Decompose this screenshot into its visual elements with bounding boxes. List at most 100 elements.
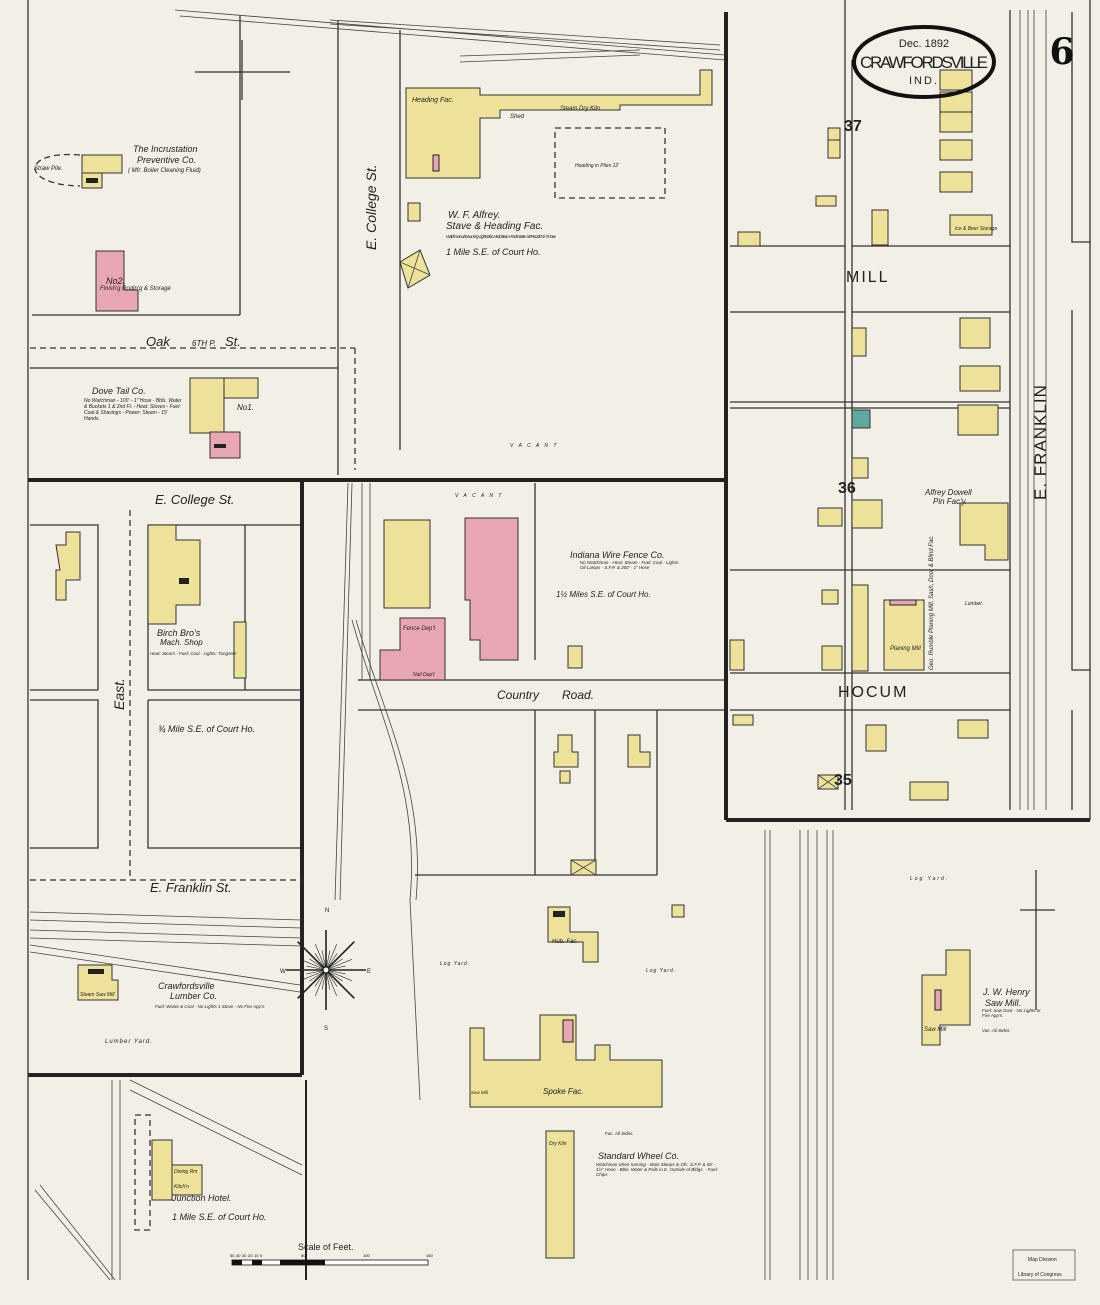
- street-label: Country: [497, 688, 540, 702]
- label: Steam Saw Mill: [80, 992, 115, 998]
- street-label: 6TH P.: [192, 339, 216, 348]
- label: Planing Mill: [890, 646, 921, 652]
- label: Straw Pile.: [34, 166, 63, 172]
- label: ( Mfr. Boiler Cleaning Fluid): [128, 168, 201, 174]
- hub-factory: [547, 906, 599, 963]
- label: Hub. Fac.: [552, 939, 578, 945]
- scale-tick-label: 10: [254, 1253, 259, 1258]
- label: No1.: [237, 403, 254, 412]
- compass-ray: [299, 959, 327, 971]
- label: Saw Mill: [471, 1090, 489, 1095]
- label: Mach. Shop: [160, 638, 203, 647]
- finishing-building-no2: [95, 250, 139, 312]
- cooper-shop: [851, 409, 871, 429]
- wire-fence-warehouse: [383, 519, 431, 609]
- street-label: E. Franklin St.: [150, 880, 232, 895]
- label: Crawfordsville: [158, 981, 215, 991]
- label: No Watchman - 100' - 1" Hose - Bbls. Wat…: [84, 398, 182, 422]
- label: Heat: Steam - Fuel: Coal - Lights: Tungs…: [150, 651, 237, 656]
- street-label: MILL: [846, 269, 890, 286]
- label: Pin Fac'y.: [933, 497, 967, 506]
- label: Spoke Fac.: [543, 1087, 583, 1096]
- street-label: East.: [111, 678, 127, 710]
- label: Fac. All Sides.: [605, 1131, 634, 1136]
- label: Lumber Yard.: [105, 1039, 153, 1045]
- henry-saw-mill: [921, 949, 971, 1046]
- label: Ice & Beer Storage: [955, 226, 997, 232]
- scale-title: Scale of Feet.: [298, 1242, 354, 1252]
- compass-w: W: [280, 969, 286, 975]
- label: Saw Mill: [924, 1027, 947, 1033]
- label: No Watchman - Heat: Steam - Fuel: Coal -…: [580, 560, 680, 570]
- label: The Incrustation: [133, 144, 198, 154]
- sheet-number: 6: [1049, 31, 1074, 73]
- label: Steam Dry Kiln: [560, 106, 601, 112]
- compass-ray: [325, 969, 337, 997]
- label: Watchman when running - Lights: Elec. He…: [446, 233, 556, 239]
- compass-ray: [325, 969, 353, 981]
- street-labels: E. College St. Oak 6TH P. St. E. College…: [111, 164, 1050, 895]
- library-stamp: Map Division Library of Congress: [1012, 1249, 1076, 1281]
- block-numbers: 37 36 35: [834, 118, 862, 789]
- wire-mill-building: [464, 517, 519, 661]
- spoke-factory: [469, 1014, 663, 1108]
- label: Dining Rm: [174, 1169, 197, 1175]
- label: Log Yard.: [440, 961, 470, 967]
- compass-ray: [315, 943, 327, 971]
- label: Saw Mill.: [985, 998, 1021, 1008]
- dry-kiln: [545, 1130, 575, 1259]
- map-title-cartouche: Dec. 1892 Crawfordsville Ind. 6: [852, 25, 1075, 99]
- label: V A C A N T: [510, 443, 558, 449]
- label: ¾ Mile S.E. of Court Ho.: [158, 724, 255, 734]
- label: Vac. All Sides.: [982, 1028, 1011, 1033]
- street-lines: [29, 0, 1090, 1281]
- compass-n: N: [325, 908, 329, 914]
- scale-tick-label: 100: [363, 1253, 370, 1258]
- label: Log Yard.: [646, 968, 676, 974]
- scale-tick-label: 40: [236, 1253, 241, 1258]
- alfrey-dowell-pin-factory: [959, 502, 1009, 561]
- label: J. W. Henry: [982, 987, 1030, 997]
- label: Geo. Rumble Planing Mill, Sash, Door & B…: [929, 535, 935, 670]
- compass-ray: [299, 969, 327, 981]
- compass-ray: [297, 941, 327, 971]
- label: W. F. Alfrey.: [448, 210, 500, 221]
- label: 1½ Miles S.E. of Court Ho.: [556, 590, 651, 599]
- label: Log Yard.: [910, 876, 949, 882]
- map-state: Ind.: [909, 75, 939, 87]
- street-label: HOCUM: [838, 684, 908, 701]
- block-number: 35: [834, 772, 852, 789]
- label: Alfrey Dowell: [924, 488, 972, 497]
- label: V A C A N T: [455, 493, 503, 499]
- label: Fuel: Saw Dust - No Lights or Fire App's…: [982, 1008, 1041, 1018]
- label: 1 Mile S.E. of Court Ho.: [446, 247, 541, 257]
- planing-mill: [883, 599, 925, 671]
- compass-ray: [297, 969, 327, 999]
- scale-tick-label: 50: [301, 1253, 306, 1258]
- label: No2.: [106, 276, 125, 286]
- label: Indiana Wire Fence Co.: [570, 550, 664, 560]
- label: Standard Wheel Co.: [598, 1151, 679, 1161]
- label: Heading in Piles 12': [575, 163, 620, 169]
- compass-ray: [325, 959, 353, 971]
- compass-s: S: [324, 1026, 328, 1032]
- label: Fuel: Waste & Coal - No Lights 1 Stove -…: [155, 1004, 265, 1009]
- buildings: [34, 69, 1009, 1259]
- street-label: E. College St.: [155, 492, 235, 507]
- block-number: 36: [838, 480, 856, 497]
- scale-tick-label: 0: [260, 1253, 263, 1258]
- label: Heading Fac.: [412, 97, 454, 104]
- scale-tick-label: 30: [242, 1253, 247, 1258]
- label: Lumber.: [965, 601, 983, 607]
- street-label: St.: [225, 334, 241, 349]
- compass-e: E: [367, 969, 371, 975]
- compass-rose: N S W E: [280, 908, 371, 1032]
- label: Finish'g Rodin'g & Storage: [100, 286, 171, 292]
- label: Dove Tail Co.: [92, 386, 146, 396]
- compass-ray: [325, 943, 337, 971]
- label: Preventive Co.: [137, 155, 196, 165]
- alfrey-heading-factory: [405, 69, 713, 179]
- label: Watchman when running - Main Sleeps in O…: [596, 1162, 718, 1177]
- scale-tick-label: 50: [230, 1253, 235, 1258]
